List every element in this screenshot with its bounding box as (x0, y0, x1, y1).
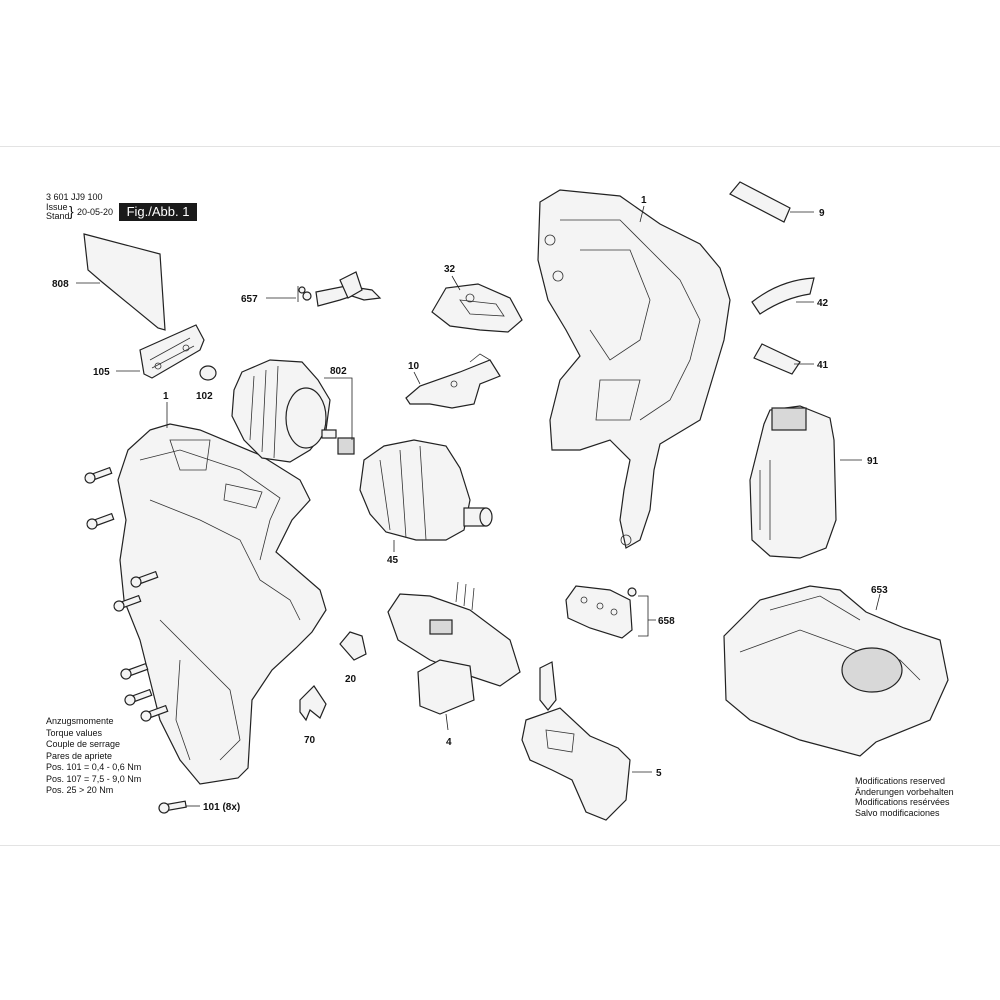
part-1-housing-left-half (117, 423, 327, 785)
part-41-label (753, 343, 801, 375)
issue-label: Issue (46, 202, 68, 212)
top-rule (0, 146, 1000, 147)
callout-10: 10 (408, 361, 420, 372)
part-1-housing-right-half (537, 189, 731, 549)
callout-658: 658 (658, 616, 675, 627)
leader-653 (875, 593, 881, 611)
leader-1-right (639, 205, 645, 223)
torque-line: Pares de apriete (46, 750, 113, 761)
doc-number: 3 601 JJ9 100 (46, 192, 103, 202)
bottom-rule (0, 845, 1000, 846)
callout-42: 42 (817, 298, 829, 309)
callout-5: 5 (656, 768, 662, 779)
callout-45: 45 (387, 555, 399, 566)
figure-label: Fig./Abb. 1 (119, 203, 197, 221)
modifications-note: Modifications reserved Änderungen vorbeh… (855, 776, 954, 818)
part-4-electronics (387, 581, 521, 715)
callout-1-right: 1 (641, 195, 647, 206)
part-5-trigger-switch (521, 661, 631, 821)
part-802-motor (231, 359, 355, 463)
modifications-line: Modifications resérvées (855, 797, 950, 807)
callout-4: 4 (446, 737, 452, 748)
leader-32 (451, 275, 461, 291)
part-101-screws (84, 466, 187, 814)
issue-date: 20-05-20 (77, 207, 114, 217)
part-105-nameplate (139, 324, 205, 379)
part-70-clip (299, 685, 327, 722)
part-102-plug (199, 365, 217, 381)
part-91-battery (749, 405, 837, 559)
callout-653: 653 (871, 585, 888, 596)
part-658-led-module (565, 585, 637, 639)
stand-label: Stand (46, 211, 70, 221)
callout-808: 808 (52, 279, 69, 290)
issue-brace: } (69, 203, 74, 219)
leader-4 (445, 713, 449, 731)
part-45-gearbox (359, 439, 493, 541)
torque-line: Pos. 101 = 0,4 - 0,6 Nm (46, 762, 142, 772)
torque-line: Anzugsmomente (46, 716, 114, 726)
callout-102: 102 (196, 391, 213, 402)
callout-91: 91 (867, 456, 879, 467)
torque-line: Pos. 25 > 20 Nm (46, 785, 114, 795)
modifications-line: Änderungen vorbehalten (855, 786, 954, 797)
leader-657 (266, 286, 299, 302)
part-42-label (751, 277, 815, 315)
leader-10 (413, 371, 421, 385)
part-20-clip (339, 631, 367, 661)
leader-802 (324, 377, 353, 440)
callout-32: 32 (444, 264, 456, 275)
torque-line: Pos. 107 = 7,5 - 9,0 Nm (46, 773, 142, 784)
modifications-line: Salvo modificaciones (855, 807, 940, 818)
torque-line: Couple de serrage (46, 739, 121, 749)
modifications-line: Modifications reserved (855, 776, 946, 786)
leader-658 (638, 595, 656, 637)
part-32-switch (431, 283, 523, 333)
part-653-charger (723, 585, 949, 757)
torque-note: Anzugsmomente Torque values Couple de se… (46, 716, 141, 797)
part-808-label-sheet (83, 233, 166, 331)
callout-802: 802 (330, 366, 347, 377)
callout-101: 101 (8x) (203, 802, 240, 813)
torque-line: Torque values (46, 727, 103, 738)
callout-20: 20 (345, 674, 357, 685)
callout-70: 70 (304, 735, 316, 746)
part-657-bracket (298, 271, 382, 307)
callout-9: 9 (819, 208, 825, 219)
part-10-direction-switch (405, 353, 501, 409)
part-9-label (729, 181, 791, 223)
callout-657: 657 (241, 294, 258, 305)
callout-1-left: 1 (163, 391, 169, 402)
callout-105: 105 (93, 367, 110, 378)
callout-41: 41 (817, 360, 829, 371)
